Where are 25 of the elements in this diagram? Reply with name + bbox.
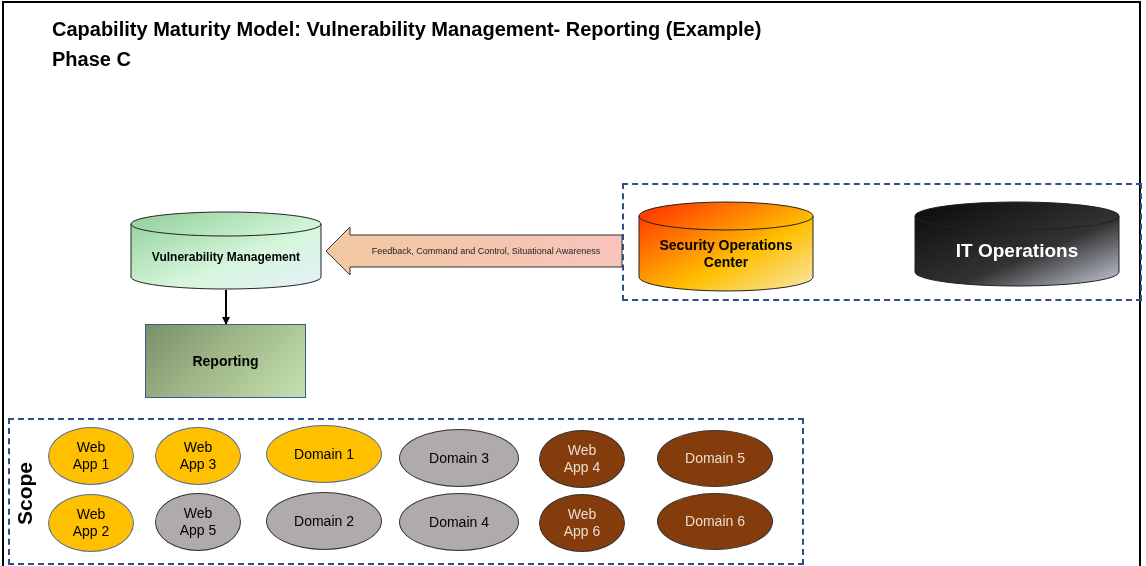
dashed-group-box (8, 418, 804, 565)
node-label: Web App 3 (178, 439, 218, 473)
node-label: Domain 4 (429, 513, 489, 531)
arrow (222, 289, 230, 325)
node-label: Vulnerability Management (151, 249, 301, 265)
diagram-title: Capability Maturity Model: Vulnerability Management- Reporting (Example) (52, 18, 762, 41)
scope-label: Scope (14, 462, 35, 526)
node-label: Domain 6 (685, 513, 745, 530)
dashed-group-box (622, 183, 1142, 301)
node-label: Web App 2 (71, 506, 111, 540)
node-label: Web App 5 (178, 505, 218, 539)
block-arrow (325, 226, 623, 276)
node-label: Web App 4 (562, 442, 602, 476)
node-label: Security Operations Center (658, 237, 794, 271)
node-label: Domain 2 (294, 512, 354, 530)
node-label: Web App 1 (71, 439, 111, 473)
node-label: Web App 6 (562, 506, 602, 540)
edge-label: Feedback, Command and Control, Situational Awareness (371, 246, 601, 256)
node-label: Domain 5 (685, 450, 745, 467)
node-label: Domain 1 (294, 445, 354, 463)
node-label: Domain 3 (429, 449, 489, 467)
process-box (145, 324, 306, 398)
phase-label: Phase C (52, 48, 131, 71)
node-label: IT Operations (955, 240, 1079, 263)
node-label: Reporting (192, 352, 259, 370)
